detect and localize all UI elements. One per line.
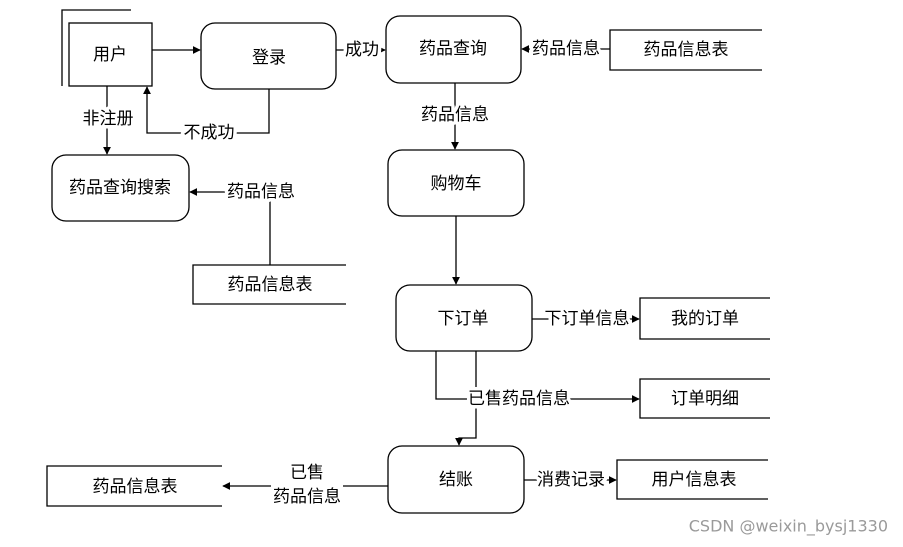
entity-user-label: 用户 bbox=[93, 45, 127, 65]
flow-label-unregistered: 非注册 bbox=[83, 109, 134, 129]
flow-label-fail: 不成功 bbox=[184, 123, 235, 143]
store-order-details: 订单明细 bbox=[639, 378, 770, 419]
store-my-orders: 我的订单 bbox=[639, 297, 770, 340]
process-checkout: 结账 bbox=[387, 445, 525, 514]
process-cart-label: 购物车 bbox=[431, 174, 482, 194]
flow-store-to-search bbox=[189, 188, 271, 265]
flow-label-order-info: 下订单信息 bbox=[545, 309, 630, 329]
process-drug-query-label: 药品查询 bbox=[419, 39, 487, 59]
flow-label-sold-line2: 药品信息 bbox=[273, 487, 341, 507]
flow-label-store-to-query: 药品信息 bbox=[532, 39, 600, 59]
flow-order-to-checkout bbox=[455, 351, 477, 446]
flow-label-success: 成功 bbox=[345, 40, 379, 60]
store-drug-info-top-label: 药品信息表 bbox=[644, 40, 729, 60]
process-drug-query: 药品查询 bbox=[385, 15, 522, 84]
entity-user: 用户 bbox=[61, 9, 153, 87]
flow-label-store-to-search: 药品信息 bbox=[227, 182, 295, 202]
process-login: 登录 bbox=[200, 22, 337, 90]
watermark: CSDN @weixin_bysj1330 bbox=[689, 517, 888, 537]
store-drug-info-bottom-label: 药品信息表 bbox=[93, 477, 178, 497]
process-drug-search: 药品查询搜索 bbox=[51, 154, 190, 222]
flow-label-sold-line1: 已售 bbox=[290, 463, 324, 483]
flow-labels: 成功 不成功 非注册 药品信息 药品信息 药品信息 下订单信息 已售药品信息 消… bbox=[79, 36, 633, 508]
store-order-details-label: 订单明细 bbox=[671, 389, 739, 409]
flow-label-sold-info: 已售药品信息 bbox=[468, 389, 570, 409]
store-drug-info-mid-label: 药品信息表 bbox=[228, 275, 313, 295]
process-place-order: 下订单 bbox=[395, 284, 533, 352]
flow-label-consumption: 消费记录 bbox=[537, 470, 605, 490]
flow-lines bbox=[103, 45, 640, 490]
flow-label-sold-backdrop bbox=[271, 461, 343, 508]
store-user-info: 用户信息表 bbox=[616, 459, 768, 500]
process-place-order-label: 下订单 bbox=[438, 309, 489, 329]
flow-login-fail-to-user bbox=[143, 86, 270, 134]
store-user-info-label: 用户信息表 bbox=[652, 470, 737, 490]
process-login-label: 登录 bbox=[252, 48, 286, 68]
process-checkout-label: 结账 bbox=[439, 470, 473, 490]
store-my-orders-label: 我的订单 bbox=[671, 309, 739, 329]
flow-order-to-details bbox=[435, 351, 640, 403]
process-cart: 购物车 bbox=[387, 149, 525, 217]
store-drug-info-mid: 药品信息表 bbox=[192, 264, 346, 305]
store-drug-info-top: 药品信息表 bbox=[609, 29, 762, 71]
flow-label-query-to-cart: 药品信息 bbox=[421, 105, 489, 125]
process-drug-search-label: 药品查询搜索 bbox=[69, 178, 171, 198]
store-drug-info-bottom: 药品信息表 bbox=[46, 465, 222, 507]
